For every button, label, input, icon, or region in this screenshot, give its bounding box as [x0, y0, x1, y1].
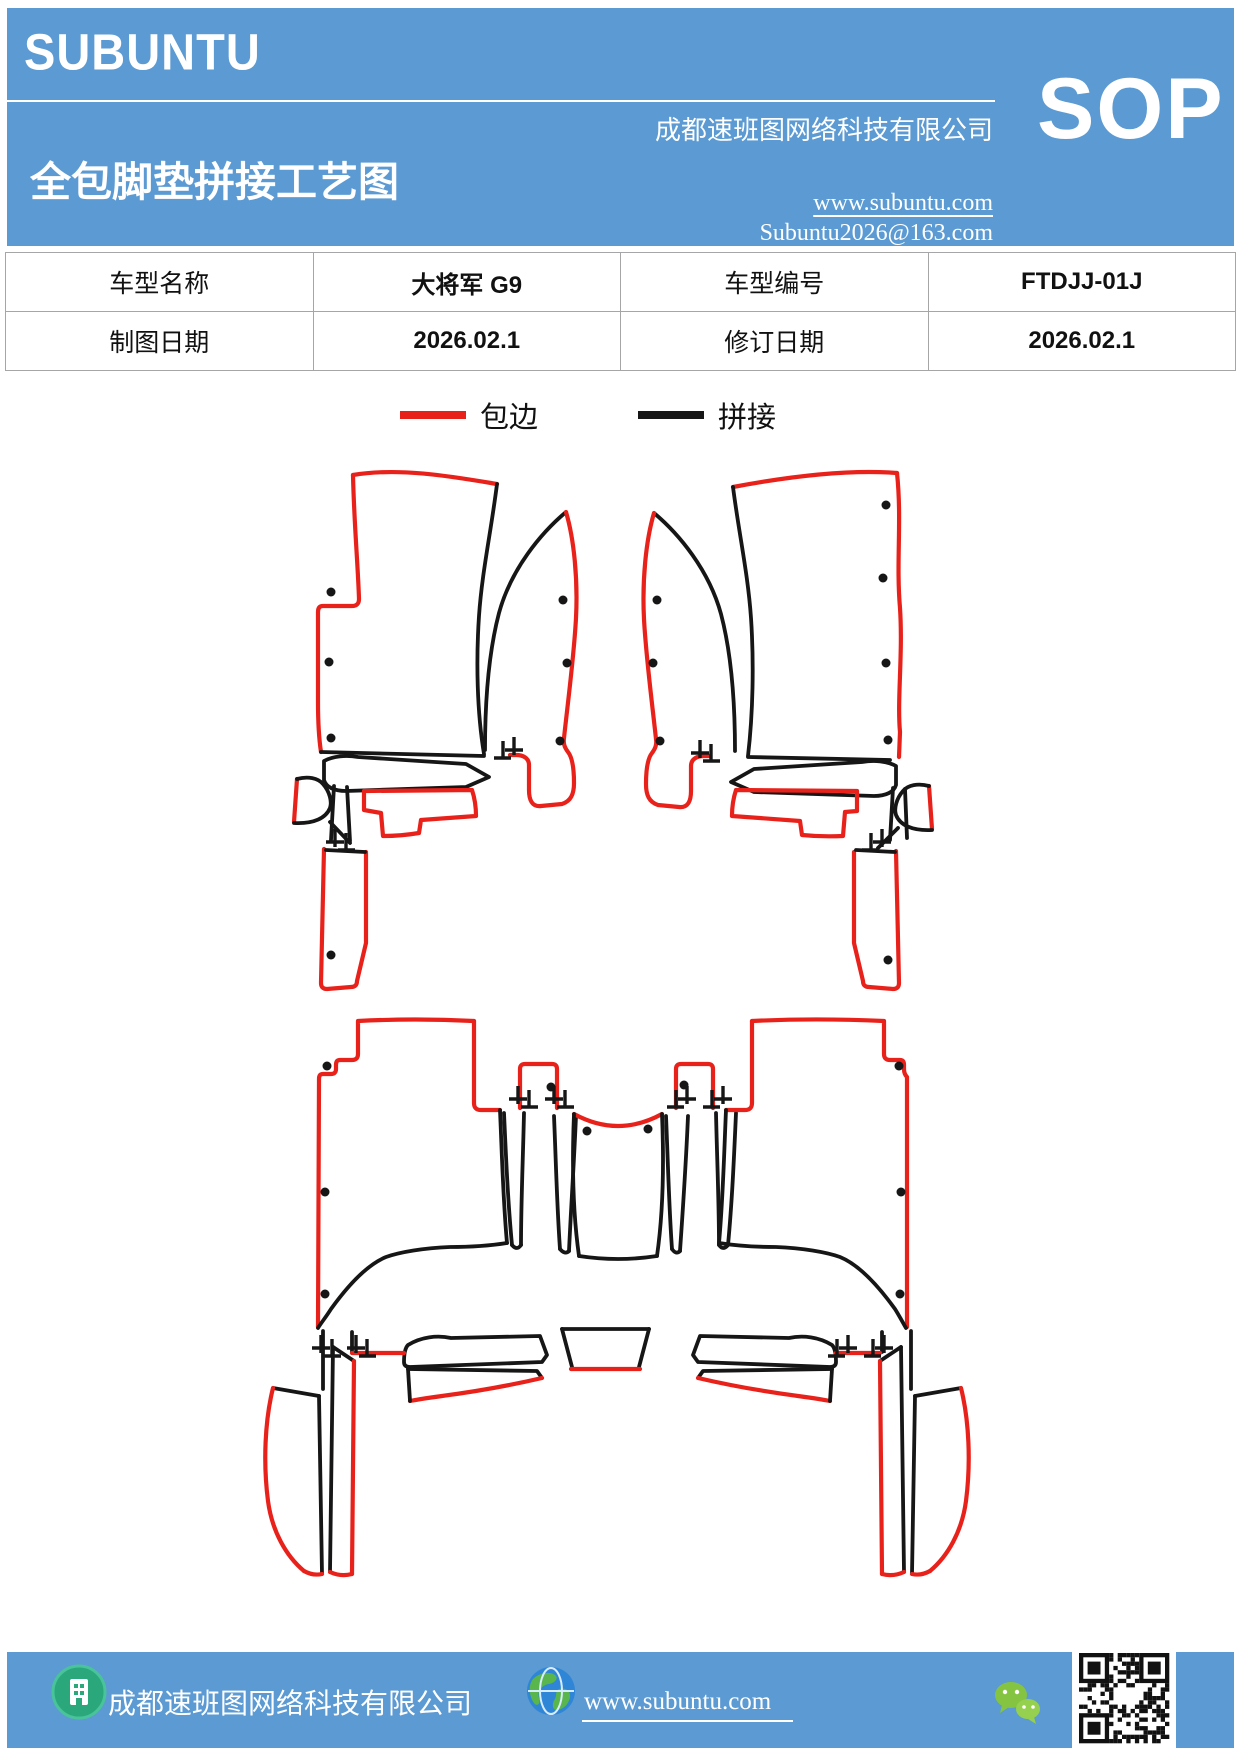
side-piece-left — [483, 509, 579, 809]
revise-date-label: 修订日期 — [620, 311, 929, 371]
sill-lower-right — [695, 1367, 834, 1404]
edging-label: 包边 — [480, 402, 539, 434]
table-row: 制图日期 2026.02.1 修订日期 2026.02.1 — [5, 311, 1236, 371]
splice-stop-mark — [864, 1335, 893, 1358]
notched-trim-right — [729, 787, 860, 839]
splice-stop-mark — [312, 1335, 341, 1358]
d-piece-right — [893, 782, 935, 832]
revise-date-value: 2026.02.1 — [927, 311, 1236, 371]
strap-right — [851, 848, 902, 992]
tunnel-piece-left — [517, 1061, 560, 1111]
page-title: 全包脚垫拼接工艺图 — [30, 159, 399, 205]
header-company-name: 成都速班图网络科技有限公司 — [654, 116, 993, 145]
model-name-value: 大将军 G9 — [312, 252, 621, 312]
draw-date-label: 制图日期 — [5, 311, 314, 371]
model-code-value: FTDJJ-01J — [927, 252, 1236, 312]
center-trapezoid — [560, 1327, 651, 1372]
floor-mat-diagram — [263, 469, 971, 1578]
blade-trim-left — [322, 754, 491, 793]
qr-code — [1072, 1646, 1176, 1750]
splice-stop-mark — [326, 829, 355, 852]
model-code-label: 车型编号 — [620, 252, 929, 312]
corner-flap-inner-left — [327, 1345, 357, 1578]
splice-stop-mark — [545, 1086, 574, 1109]
rear-mat-right — [717, 1017, 910, 1330]
splice-stop-mark — [703, 1086, 732, 1109]
legend-item-edging: 包边 — [400, 394, 538, 436]
splice-stop-mark — [862, 829, 891, 852]
front-mat-left — [315, 469, 500, 758]
header-email: Subuntu2026@163.com — [759, 220, 993, 246]
header-divider — [7, 100, 995, 102]
sill-upper-left — [402, 1334, 549, 1369]
rear-mat-left — [315, 1017, 509, 1330]
splice-label: 拼接 — [718, 402, 777, 434]
splice-stop-mark — [347, 1335, 376, 1358]
tunnel-piece-right — [673, 1061, 716, 1111]
corner-flap-outer-right — [909, 1385, 971, 1577]
corner-flap-inner-right — [877, 1345, 907, 1578]
model-name-label: 车型名称 — [5, 252, 314, 312]
sill-upper-right — [691, 1334, 838, 1369]
company-building-icon — [51, 1664, 107, 1720]
sill-lower-left — [406, 1367, 545, 1404]
footer-website-link[interactable]: www.subuntu.com — [582, 1688, 794, 1722]
splice-stop-mark — [691, 740, 720, 763]
splice-stop-mark — [494, 737, 523, 760]
legend-item-splice: 拼接 — [638, 394, 776, 436]
header-website-link[interactable]: www.subuntu.com — [813, 190, 993, 216]
sop-badge: SOP — [1037, 61, 1225, 157]
notched-trim-left — [361, 787, 479, 839]
front-mat-right — [730, 469, 903, 762]
legend: 包边 拼接 — [400, 394, 776, 436]
draw-date-value: 2026.02.1 — [312, 311, 621, 371]
strip-b-right — [664, 1114, 690, 1255]
page-header: SUBUNTU 全包脚垫拼接工艺图 成都速班图网络科技有限公司 www.subu… — [7, 8, 1234, 246]
vehicle-info-table: 车型名称 大将军 G9 车型编号 FTDJJ-01J 制图日期 2026.02.… — [5, 252, 1236, 371]
splice-stop-mark — [509, 1086, 538, 1109]
strap-left — [318, 846, 369, 992]
footer-company-name: 成都速班图网络科技有限公司 — [108, 1689, 473, 1720]
page-footer: 成都速班图网络科技有限公司 www.subuntu.com — [7, 1646, 1234, 1750]
strip-a-left — [502, 1111, 526, 1250]
center-mat — [571, 1111, 665, 1261]
corner-flap-outer-left — [263, 1385, 325, 1577]
splice-line-swatch — [638, 411, 705, 419]
junction-left-bottom — [321, 1329, 407, 1391]
d-piece-left — [291, 775, 333, 825]
table-row: 车型名称 大将军 G9 车型编号 FTDJJ-01J — [5, 252, 1236, 312]
edging-line-swatch — [400, 411, 466, 419]
globe-icon — [527, 1667, 575, 1715]
splice-stop-mark — [828, 1335, 857, 1358]
splice-stop-mark — [667, 1086, 696, 1109]
side-piece-right — [641, 510, 737, 810]
wechat-icon — [995, 1682, 1040, 1724]
brand-logo: SUBUNTU — [24, 23, 261, 81]
